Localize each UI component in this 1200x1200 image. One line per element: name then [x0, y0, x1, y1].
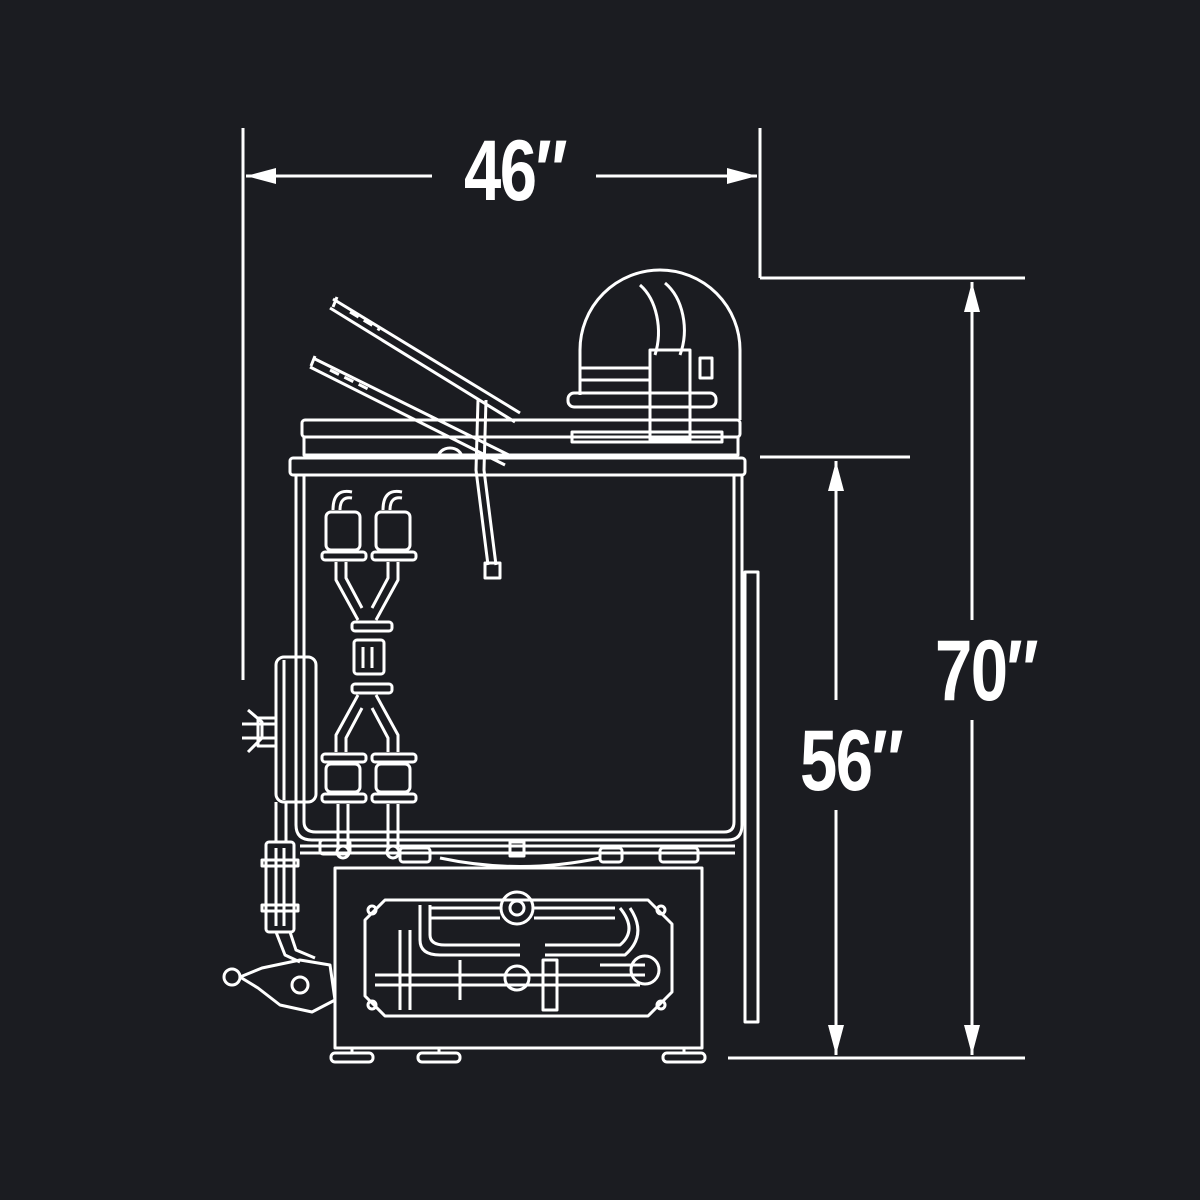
fry-basket-handle-lower [309, 355, 516, 467]
top-rim [288, 418, 747, 477]
body-height-dimension-label: 56″ [800, 713, 904, 809]
basket-hanger-rod [474, 399, 502, 580]
tank-body [294, 475, 760, 1024]
fry-basket-handle-upper [329, 296, 521, 424]
base-cabinet [333, 866, 704, 1050]
drain-line [222, 802, 337, 1014]
hood-exhaust-pipe [566, 268, 742, 442]
width-dimension-label: 46″ [464, 123, 568, 219]
side-control-box [242, 655, 318, 804]
leveling-feet [329, 1048, 707, 1064]
valve-assembly [320, 489, 418, 860]
total-height-dimension-label: 70″ [935, 623, 1039, 719]
bottom-plumbing [300, 838, 735, 868]
dimension-lines [241, 128, 1025, 1060]
machine [222, 268, 760, 1064]
